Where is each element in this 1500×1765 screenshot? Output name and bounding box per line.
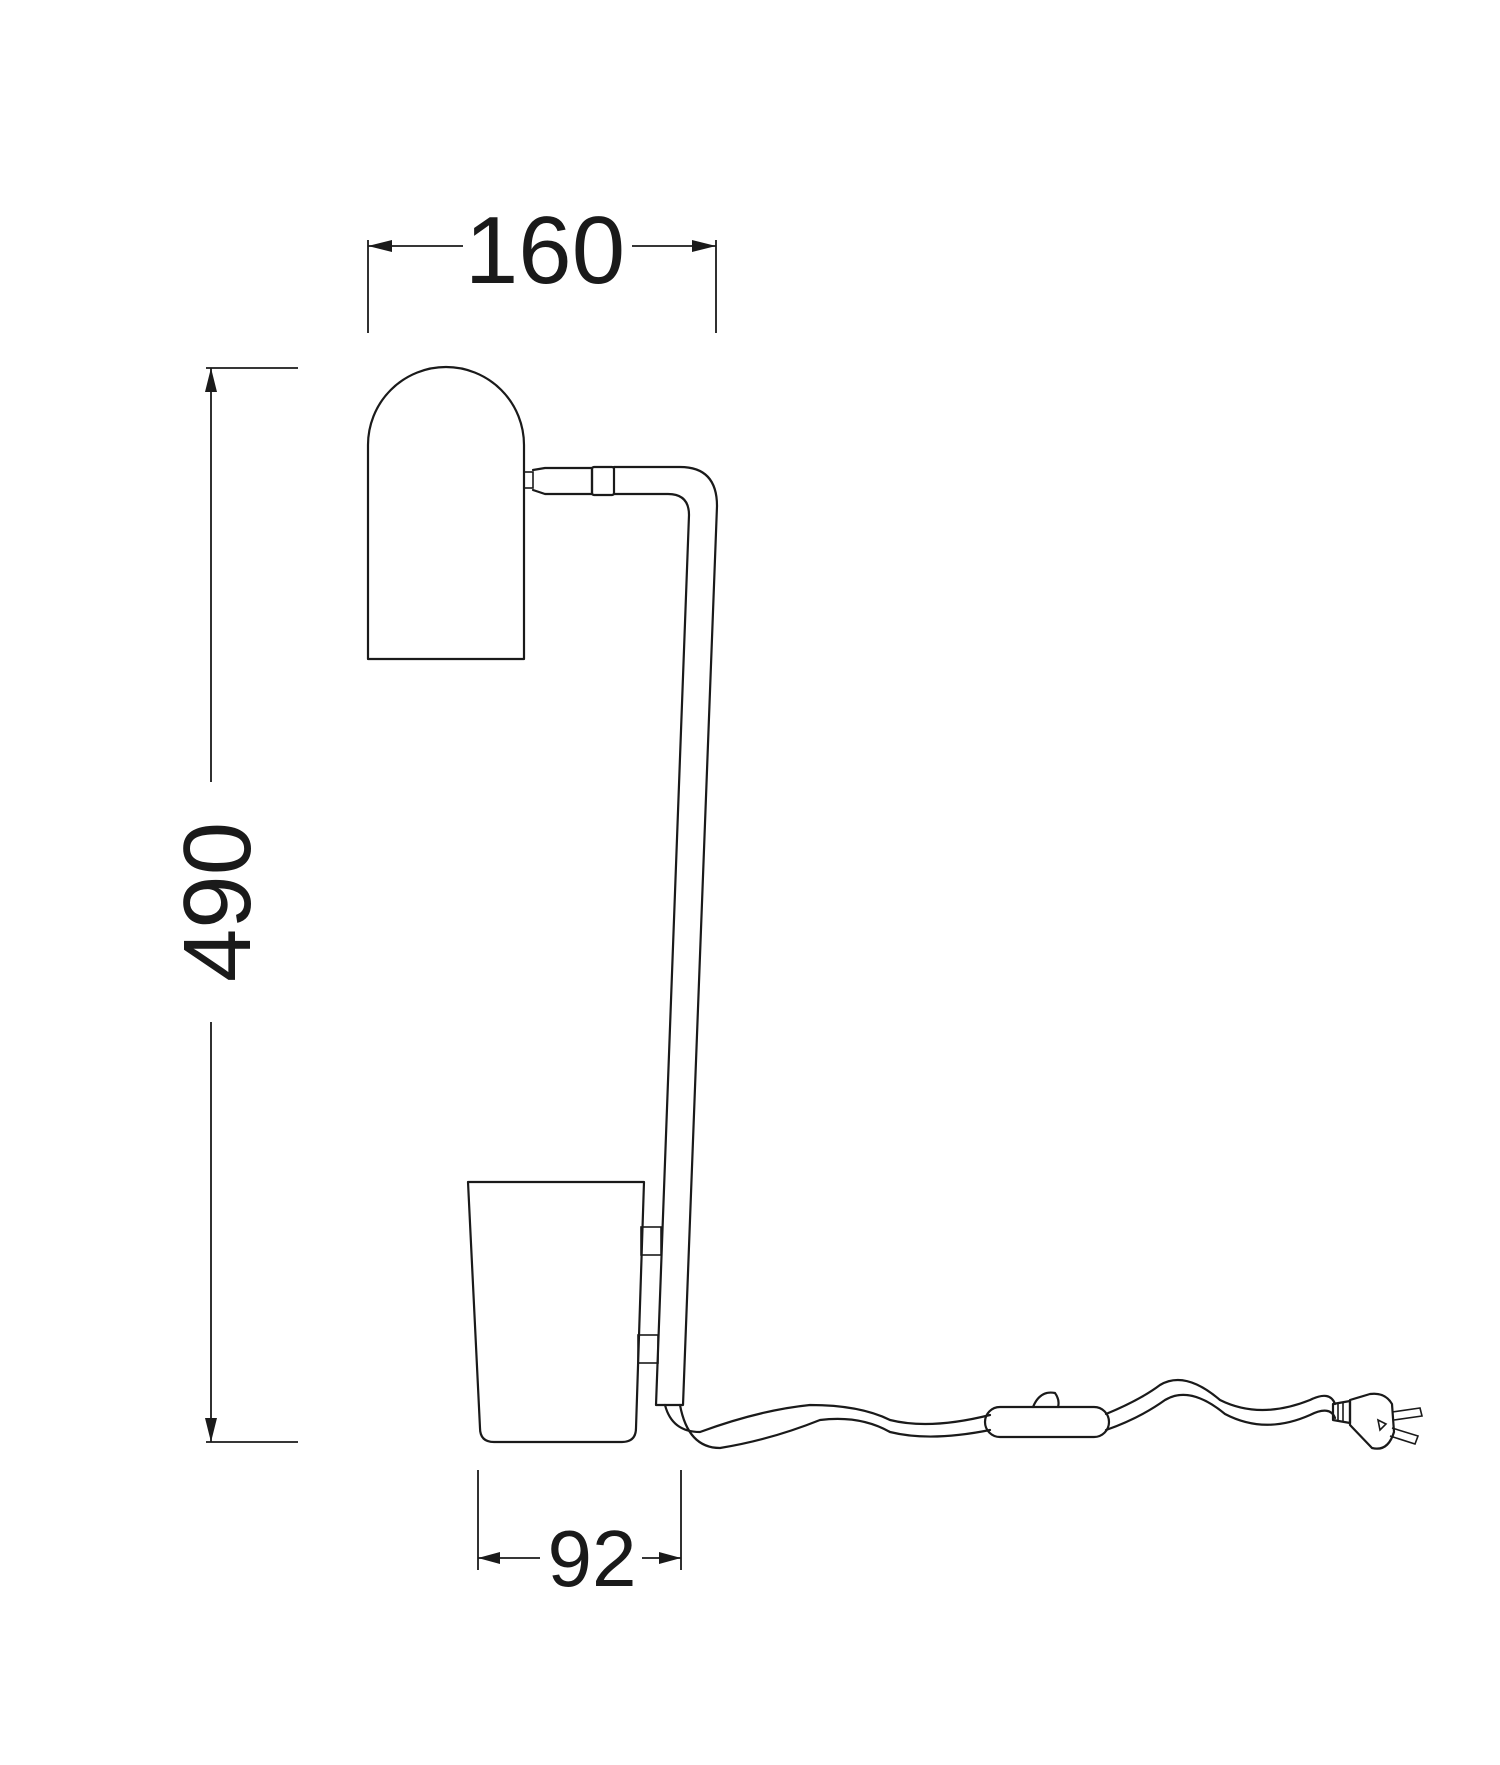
power-plug [1331,1392,1423,1450]
power-cord [663,1378,1337,1450]
switch-body [983,1405,1111,1439]
top-dim-arrow-left [368,240,392,252]
cord-right-lower [1104,1393,1337,1432]
top-width-label: 160 [465,197,625,304]
plug-pin-bottom [1389,1427,1420,1445]
plug-pin-top [1391,1407,1423,1421]
inline-switch [983,1391,1111,1439]
shade-outline [366,365,526,661]
base-clip-upper [640,1226,662,1256]
height-dimension: 490 [164,367,298,1443]
base-cup [466,1180,646,1444]
base-dim-arrow-left [478,1552,500,1564]
top-width-dimension: 160 [367,197,717,333]
height-dim-arrow-bottom [205,1418,217,1442]
lamp-shade [366,365,526,661]
joint-cap [523,471,534,489]
base-clip-lower [637,1334,659,1364]
lamp-base [466,1180,662,1444]
plug-earth-symbol [1376,1418,1388,1432]
cord-upper-edge [663,1403,992,1434]
base-width-label: 92 [548,1514,637,1603]
joint-collar [590,465,616,497]
height-dim-arrow-top [205,368,217,392]
top-dim-arrow-right [692,240,716,252]
plug-strain-relief [1331,1399,1352,1425]
switch-rocker [1031,1391,1060,1409]
lamp-stem [612,465,719,1407]
joint-neck [531,466,594,496]
base-dim-arrow-right [659,1552,681,1564]
cord-right-upper [1104,1378,1337,1416]
shade-joint [523,465,616,497]
plug-body [1348,1392,1396,1450]
base-width-dimension: 92 [477,1470,682,1603]
height-label: 490 [164,822,271,982]
stem-outer [612,465,719,1407]
cord-lower-edge [678,1403,992,1450]
